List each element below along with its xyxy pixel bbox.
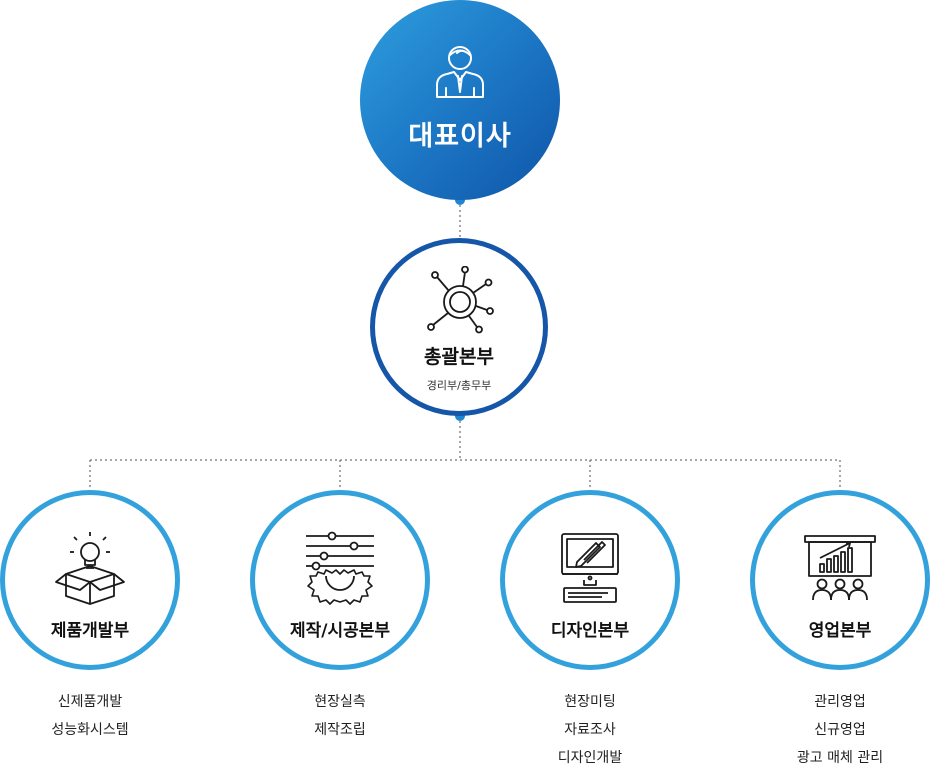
idea-box-icon bbox=[55, 532, 125, 605]
ceo-person-icon bbox=[436, 46, 484, 98]
gear-sliders-icon bbox=[306, 531, 374, 605]
hq-node bbox=[370, 238, 548, 416]
division-task: 성능화시스템 bbox=[51, 722, 129, 738]
division-task: 광고 매체 관리 bbox=[796, 750, 884, 766]
ceo-title: 대표이사 bbox=[408, 121, 512, 152]
division-title: 제품개발부 bbox=[50, 621, 130, 641]
division-task: 신제품개발 bbox=[57, 694, 123, 710]
division-node-product-dev bbox=[0, 490, 180, 670]
division-task: 신규영업 bbox=[814, 722, 866, 738]
division-task: 자료조사 bbox=[564, 722, 616, 738]
network-hub-icon bbox=[427, 266, 494, 334]
division-task: 디자인개발 bbox=[557, 750, 623, 766]
hq-subtitle: 경리부/총무부 bbox=[426, 379, 492, 392]
division-task: 관리영업 bbox=[814, 694, 866, 710]
division-task: 현장실측 bbox=[314, 694, 366, 710]
division-task: 제작조립 bbox=[314, 722, 366, 738]
division-title: 디자인본부 bbox=[550, 621, 630, 641]
design-monitor-icon bbox=[561, 533, 619, 603]
presentation-board-icon bbox=[804, 535, 876, 601]
hq-title: 총괄본부 bbox=[424, 346, 494, 368]
division-title: 영업본부 bbox=[808, 621, 872, 641]
division-node-production bbox=[250, 490, 430, 670]
division-title: 제작/시공본부 bbox=[289, 621, 391, 641]
ceo-node bbox=[360, 0, 560, 200]
division-task: 현장미팅 bbox=[564, 694, 616, 710]
